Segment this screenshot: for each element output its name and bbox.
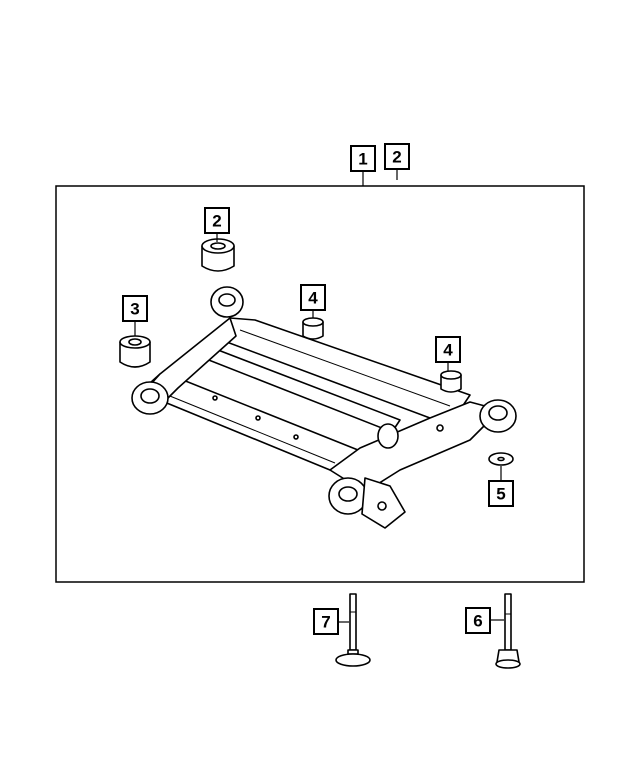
svg-text:4: 4: [308, 289, 318, 308]
insulator-4-right: [440, 370, 462, 393]
callout-5-washer: 5: [488, 480, 514, 507]
bushing-2: [201, 238, 235, 272]
callout-2-bushing: 2: [204, 207, 230, 234]
svg-text:6: 6: [473, 612, 482, 631]
svg-text:3: 3: [130, 300, 139, 319]
svg-text:5: 5: [496, 485, 505, 504]
svg-text:2: 2: [212, 212, 221, 231]
crossmember-subframe: [131, 286, 517, 529]
svg-text:7: 7: [321, 613, 330, 632]
bolt-7: [335, 593, 371, 667]
callout-7-bolt: 7: [313, 608, 339, 635]
svg-text:1: 1: [358, 150, 367, 169]
svg-text:4: 4: [443, 341, 453, 360]
assembly-frame: [55, 185, 585, 583]
insulator-4-left: [302, 317, 324, 340]
bushing-3: [119, 335, 151, 368]
callout-4-right: 4: [435, 336, 461, 363]
callout-6-bolt: 6: [465, 607, 491, 634]
svg-text:2: 2: [392, 148, 401, 167]
callout-1-top: 1: [350, 145, 376, 172]
callout-3-bushing: 3: [122, 295, 148, 322]
bolt-6: [495, 593, 521, 669]
callout-2-top: 2: [384, 143, 410, 170]
callout-4-left: 4: [300, 284, 326, 311]
washer-5: [488, 452, 514, 466]
